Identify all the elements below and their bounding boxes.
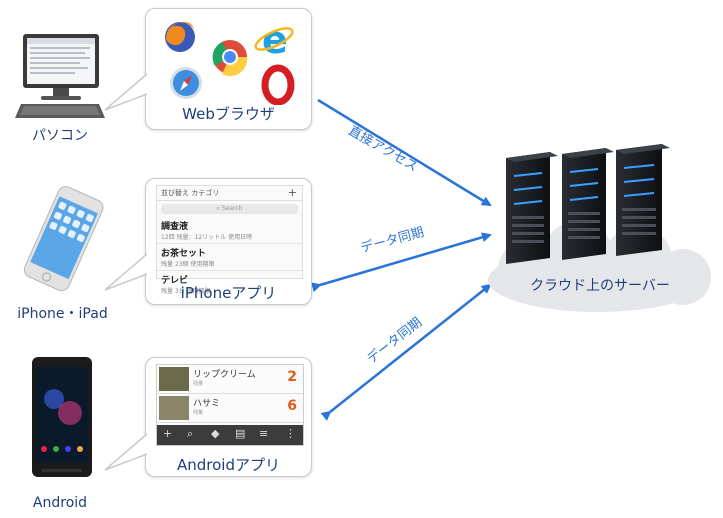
iphone-icon <box>23 186 104 292</box>
android-toolbar: + ⌕ ◆ ▤ ≡ ⋮ <box>157 425 303 445</box>
list-item-sub: 残量 3台 使用期限 <box>161 288 211 295</box>
pc-label: パソコン <box>32 128 88 144</box>
item-sub: 残量 <box>193 381 204 387</box>
list-item[interactable]: ハサミ 残量 6 <box>157 394 303 423</box>
list-item-title: お茶セット <box>161 249 207 259</box>
iphone-device <box>10 182 110 292</box>
item-thumbnail <box>159 367 189 391</box>
android-app-screen: リップクリーム 残量 2 ハサミ 残量 6 + ⌕ ◆ ▤ ≡ ⋮ <box>156 364 304 446</box>
list-item-title: テレビ <box>161 276 189 286</box>
item-count: 6 <box>287 398 297 414</box>
list-item[interactable]: お茶セット 残量 23個 使用期限 <box>157 244 302 271</box>
pc-device <box>15 32 105 122</box>
android-app-bubble: リップクリーム 残量 2 ハサミ 残量 6 + ⌕ ◆ ▤ ≡ ⋮ Androi… <box>145 357 312 477</box>
item-sub: 残量 <box>193 410 204 416</box>
web-browser-label: Webブラウザ <box>182 105 275 123</box>
list-item-sub: 残量 23個 使用期限 <box>161 261 215 268</box>
list-item[interactable]: テレビ 残量 3台 使用期限 <box>157 271 302 297</box>
android-bubble-tail <box>104 433 148 471</box>
cloud-server-label: クラウド上のサーバー <box>530 278 670 294</box>
ios-search-placeholder: Search <box>221 205 243 212</box>
item-name: リップクリーム <box>193 370 256 380</box>
menu-icon[interactable]: ⋮ <box>285 427 296 440</box>
svg-text:e: e <box>262 18 288 62</box>
iphone-app-label: iPhoneアプリ <box>180 284 277 302</box>
android-phone-icon <box>32 357 92 477</box>
search-icon[interactable]: ⌕ <box>187 427 194 440</box>
web-bubble-tail <box>104 73 148 111</box>
add-icon[interactable]: + <box>163 427 173 440</box>
book-icon[interactable]: ▤ <box>235 427 246 440</box>
item-name: ハサミ <box>193 399 221 409</box>
item-thumbnail <box>159 396 189 420</box>
android-label: Android <box>32 495 88 511</box>
iphone-bubble-tail <box>104 253 148 291</box>
iphone-sync-arrow <box>310 232 492 293</box>
firefox-icon <box>165 21 195 52</box>
web-browser-bubble: e Webブラウザ <box>145 8 312 130</box>
list-item-title: 調査液 <box>161 222 189 232</box>
browser-icons: e <box>165 18 295 105</box>
chrome-icon <box>212 40 248 77</box>
tag-icon[interactable]: ◆ <box>211 427 220 440</box>
ie-icon: e <box>254 18 294 62</box>
android-app-label: Androidアプリ <box>177 456 280 474</box>
search-icon: ⌕ <box>216 205 222 212</box>
direct-access-arrow <box>317 98 492 207</box>
server-rack <box>502 140 672 270</box>
ios-navbar: 並び替え カテゴリ + <box>157 186 302 201</box>
iphone-app-bubble: 並び替え カテゴリ + ⌕ Search 調査液 12回 残量：12リットル 使… <box>145 178 312 305</box>
sort-icon[interactable]: ≡ <box>259 427 269 440</box>
android-device <box>30 355 95 480</box>
item-count: 2 <box>287 369 297 385</box>
pc-icon <box>15 34 105 118</box>
ios-add-button[interactable]: + <box>287 186 297 199</box>
server-icon <box>506 144 670 264</box>
list-item-sub: 12回 残量：12リットル 使用日時 <box>161 234 253 241</box>
safari-icon <box>170 67 202 99</box>
ios-search-bar[interactable]: ⌕ Search <box>161 204 298 214</box>
opera-icon <box>261 64 295 105</box>
android-sync-arrow <box>320 283 492 421</box>
list-item[interactable]: リップクリーム 残量 2 <box>157 365 303 394</box>
iphone-app-screen: 並び替え カテゴリ + ⌕ Search 調査液 12回 残量：12リットル 使… <box>156 185 303 295</box>
list-item[interactable]: 調査液 12回 残量：12リットル 使用日時 <box>157 217 302 244</box>
iphone-label: iPhone・iPad <box>17 306 108 322</box>
ios-header-left[interactable]: 並び替え カテゴリ <box>161 189 220 197</box>
